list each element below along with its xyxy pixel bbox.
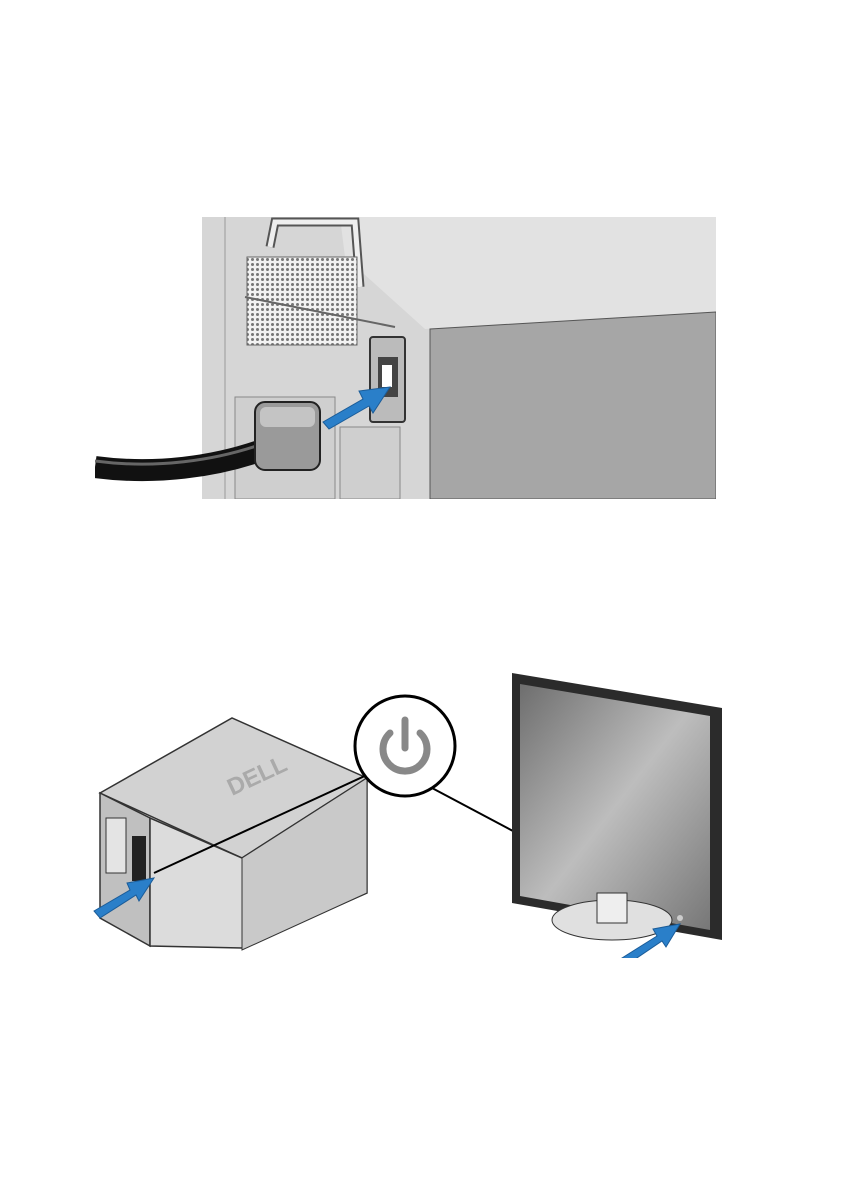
power-on-illustration: DELL: [92, 668, 722, 958]
power-cable: [95, 438, 269, 482]
press-arrow-icon: [621, 923, 682, 958]
press-arrow-icon: [93, 877, 156, 919]
server-top-face: [340, 217, 716, 329]
power-icon: [379, 716, 431, 775]
power-cable-illustration: [95, 217, 716, 499]
vent-grill: [246, 256, 358, 346]
server-side-face: [429, 311, 716, 499]
monitor-power-button[interactable]: [677, 915, 683, 921]
insert-arrow-icon: [322, 386, 392, 430]
monitor-screen: [520, 684, 710, 930]
